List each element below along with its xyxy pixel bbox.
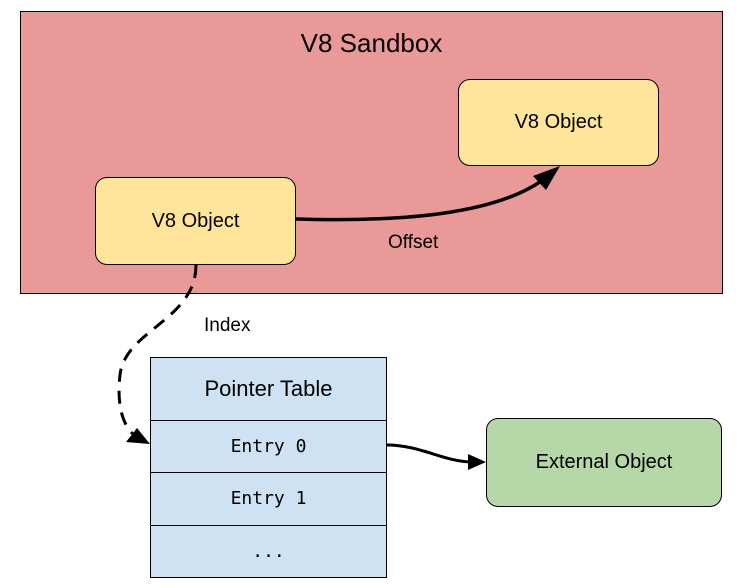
pointer-table-header: Pointer Table	[151, 358, 386, 421]
v8-object-target: V8 Object	[458, 79, 659, 166]
pointer-table-entry-1: Entry 1	[151, 472, 386, 526]
entry-1-label: Entry 1	[230, 488, 307, 509]
index-arrow-head	[126, 428, 150, 444]
pointer-table-entry-0: Entry 0	[151, 420, 386, 473]
entry-0-label: Entry 0	[230, 435, 307, 457]
pointer-table-entry-more: ...	[151, 525, 386, 578]
pointer-arrow-head	[468, 454, 486, 470]
v8-object-source-label: V8 Object	[151, 209, 240, 232]
index-label: Index	[204, 315, 251, 336]
pointer-table: Pointer Table Entry 0 Entry 1 ...	[150, 357, 387, 578]
pointer-table-title: Pointer Table	[204, 376, 333, 401]
v8-object-target-label: V8 Object	[514, 111, 603, 133]
sandbox-title: V8 Sandbox	[300, 28, 443, 58]
external-object-label: External Object	[535, 451, 673, 473]
pointer-arrow	[386, 443, 473, 464]
external-object: External Object	[486, 418, 722, 507]
v8-object-source: V8 Object	[95, 177, 296, 265]
entry-more-label: ...	[252, 541, 285, 562]
offset-label: Offset	[388, 232, 439, 253]
